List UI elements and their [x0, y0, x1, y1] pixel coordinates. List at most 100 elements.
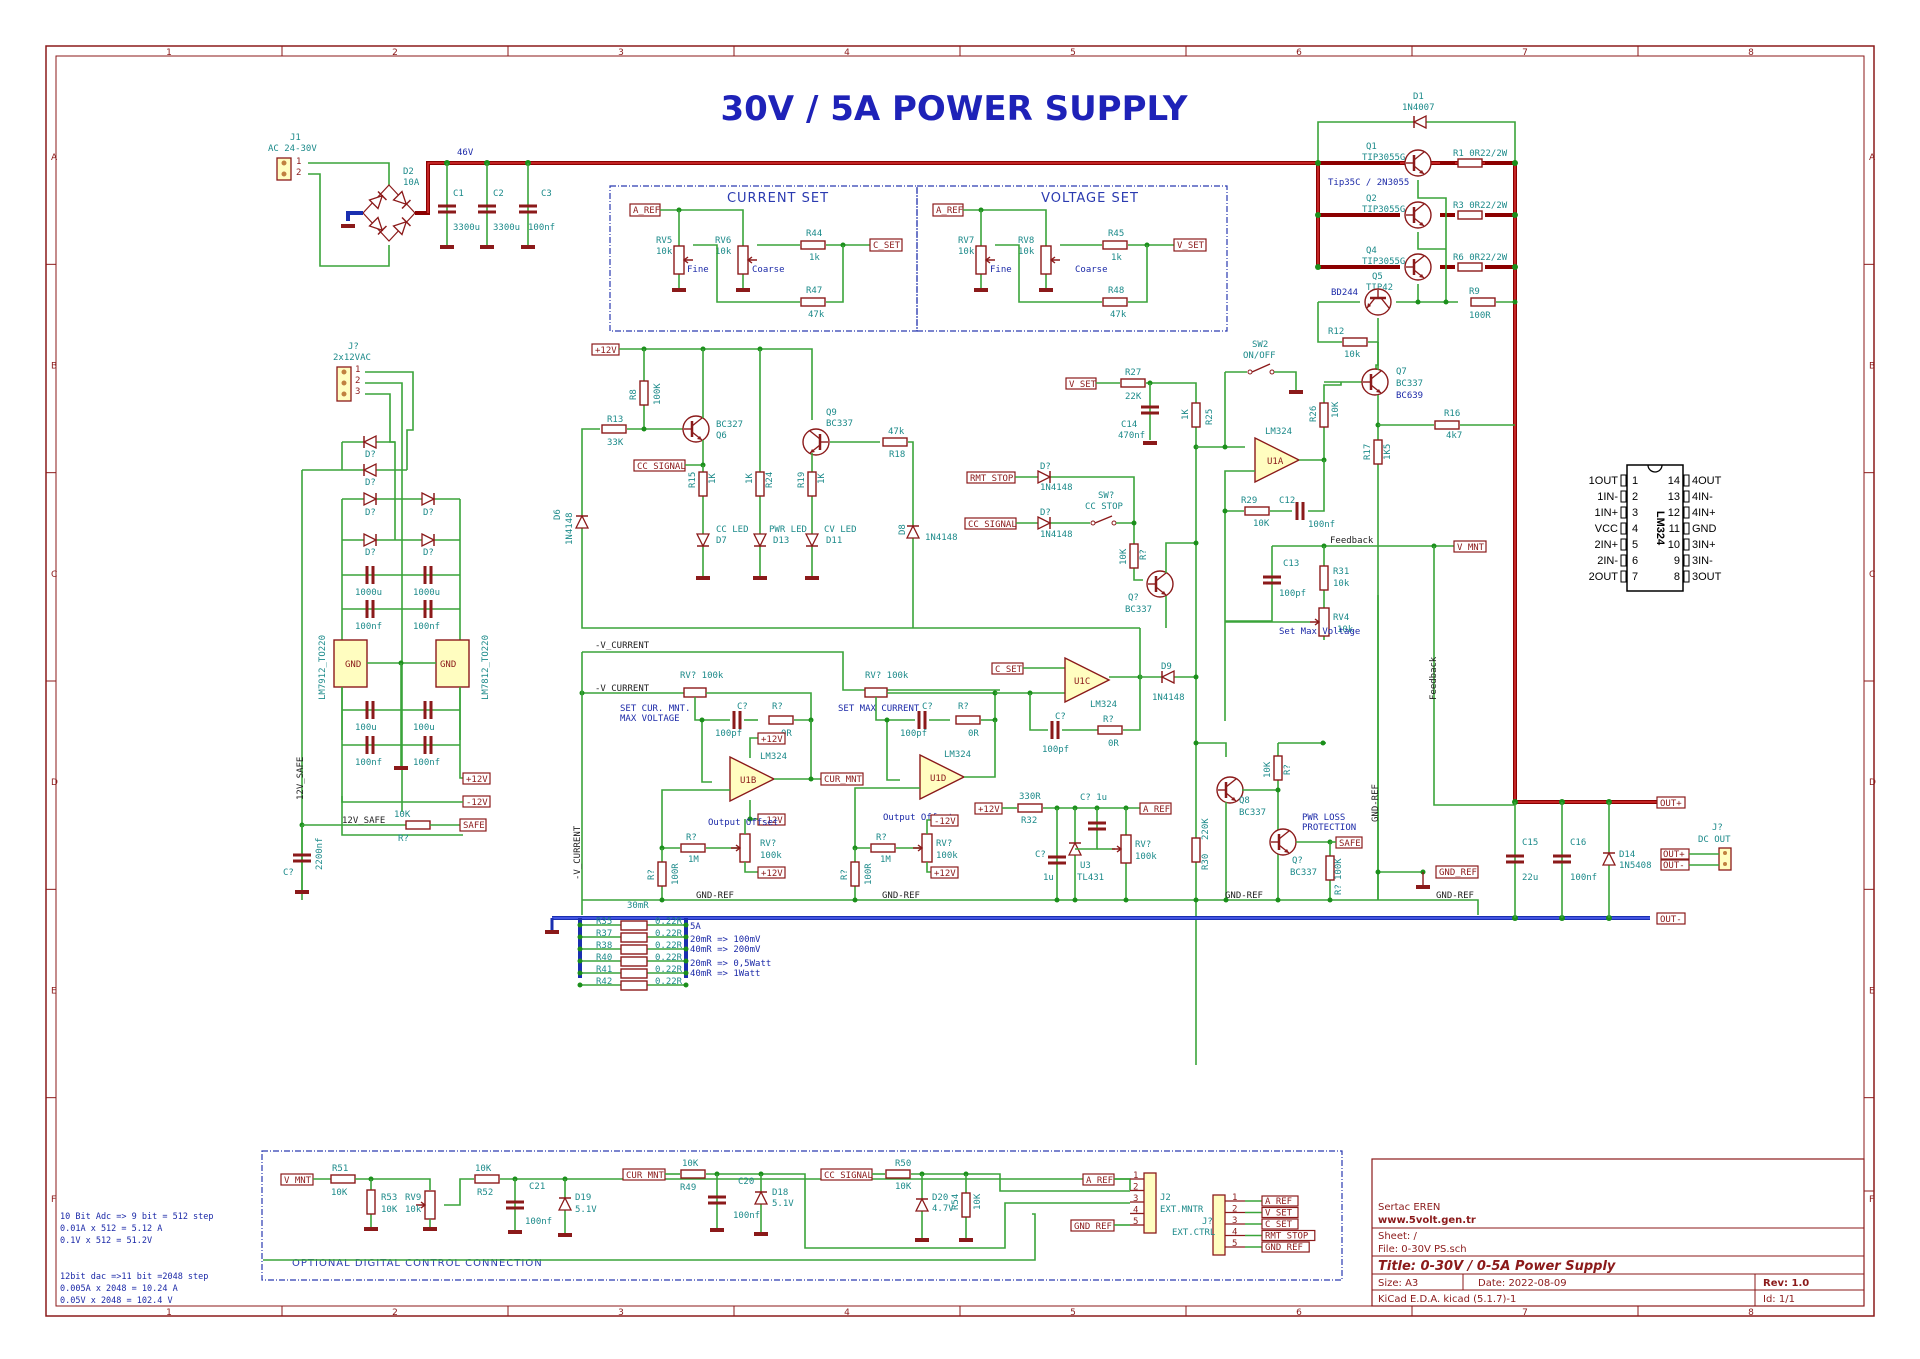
- rv6-ref: RV6: [715, 236, 731, 246]
- svg-text:R8: R8: [629, 389, 639, 400]
- rv5-value: 10k: [656, 247, 673, 257]
- svg-text:D?: D?: [365, 548, 376, 558]
- svg-text:+12V: +12V: [761, 735, 783, 745]
- svg-text:R51: R51: [332, 1164, 348, 1174]
- svg-text:100pf: 100pf: [900, 729, 927, 739]
- svg-text:1K: 1K: [817, 473, 827, 484]
- digital-title: OPTIONAL DIGITAL CONTROL CONNECTION: [292, 1258, 543, 1269]
- svg-text:100K: 100K: [1334, 858, 1344, 880]
- svg-text:C13: C13: [1283, 559, 1299, 569]
- v-set-label: V_SET: [1065, 377, 1097, 390]
- svg-text:100nf: 100nf: [525, 1217, 552, 1227]
- a-ref-label: A_REF: [932, 203, 964, 217]
- shunt-ref: R40: [596, 953, 612, 963]
- svg-text:-12V: -12V: [761, 816, 783, 826]
- pinout-pin-name: 2OUT: [1589, 571, 1619, 583]
- svg-text:Q6: Q6: [716, 431, 727, 441]
- svg-text:4k7: 4k7: [1446, 431, 1462, 441]
- j1-ref: J1: [290, 133, 301, 143]
- svg-text:+12V: +12V: [761, 869, 783, 879]
- pinout-pin-name: 2IN+: [1594, 539, 1618, 551]
- svg-text:470nf: 470nf: [1118, 431, 1145, 441]
- sheet-id: Id: 1/1: [1763, 1294, 1795, 1305]
- sheet-size: Size: A3: [1378, 1278, 1418, 1289]
- row-letter: F: [51, 1195, 56, 1205]
- svg-text:100nf: 100nf: [355, 622, 382, 632]
- svg-text:1: 1: [296, 157, 301, 167]
- svg-text:1u: 1u: [1043, 873, 1054, 883]
- svg-text:0R: 0R: [781, 729, 792, 739]
- pos12-label: +12V: [930, 866, 959, 879]
- svg-text:LM324: LM324: [1265, 427, 1292, 437]
- svg-text:D11: D11: [826, 536, 842, 546]
- svg-text:100pf: 100pf: [715, 729, 742, 739]
- neg12-label: -12V: [930, 814, 959, 827]
- svg-text:10K: 10K: [1331, 401, 1341, 418]
- svg-text:EXT.CTRL: EXT.CTRL: [1172, 1228, 1215, 1238]
- net-label: RMT_STOP: [1261, 1229, 1316, 1242]
- svg-text:U1C: U1C: [1074, 677, 1090, 687]
- main-title: 30V / 5A POWER SUPPLY: [720, 89, 1187, 129]
- neg12-label: -12V: [462, 795, 491, 808]
- svg-text:100k: 100k: [760, 851, 782, 861]
- row-letter: C: [1869, 570, 1875, 580]
- row-letter: D: [1869, 778, 1876, 788]
- svg-text:5.1V: 5.1V: [772, 1199, 794, 1209]
- pass-transistor-stage: D1 1N4007 Q1 TIP3055G Tip35C / 2N3055 Q2…: [1315, 92, 1518, 800]
- svg-text:ON/OFF: ON/OFF: [1243, 351, 1276, 361]
- svg-text:100nf: 100nf: [355, 758, 382, 768]
- svg-text:GND-REF: GND-REF: [696, 891, 734, 901]
- shunt-resistor: [620, 968, 648, 979]
- out-minus-label: OUT-: [1660, 859, 1690, 871]
- svg-text:Output Offset: Output Offset: [883, 813, 953, 823]
- shunt-ref: R37: [596, 929, 612, 939]
- column-number: 8: [1748, 48, 1754, 58]
- pinout-pin-name: 3IN+: [1692, 539, 1716, 551]
- svg-text:R16: R16: [1444, 409, 1460, 419]
- row-letter: E: [1869, 987, 1875, 997]
- output-stage: OUT+ OUT- C15 22u C16 100nf D14 1N5408 J…: [1504, 796, 1732, 925]
- svg-text:0.01A x 512 = 5.12 A: 0.01A x 512 = 5.12 A: [60, 1224, 162, 1234]
- svg-text:SW?: SW?: [1098, 491, 1114, 501]
- r12-value: 10k: [1344, 350, 1361, 360]
- svg-text:0R: 0R: [1108, 739, 1119, 749]
- r47-ref: R47: [806, 286, 822, 296]
- svg-text:10K: 10K: [973, 1193, 983, 1210]
- svg-text:1000u: 1000u: [413, 588, 440, 598]
- svg-text:2: 2: [296, 168, 301, 178]
- svg-text:U3: U3: [1080, 861, 1091, 871]
- svg-text:1N4148: 1N4148: [925, 533, 958, 543]
- svg-text:33K: 33K: [607, 438, 624, 448]
- svg-text:Output Offset: Output Offset: [708, 818, 778, 828]
- coarse-label: Coarse: [1075, 265, 1108, 275]
- svg-text:R?: R?: [1283, 764, 1293, 775]
- svg-text:R?: R?: [398, 834, 409, 844]
- svg-text:Feedback: Feedback: [1429, 656, 1439, 700]
- svg-text:V_MNT: V_MNT: [1457, 543, 1485, 553]
- svg-text:10K: 10K: [1253, 519, 1270, 529]
- fine-label: Fine: [687, 265, 709, 275]
- cc-signal-label: CC_SIGNAL: [964, 517, 1017, 530]
- column-number: 4: [844, 1308, 850, 1318]
- svg-text:C16: C16: [1570, 838, 1586, 848]
- rv8-ref: RV8: [1018, 236, 1034, 246]
- net-46v: 46V: [457, 148, 474, 158]
- pinout-pin-number: 8: [1674, 571, 1680, 583]
- column-number: 2: [392, 48, 398, 58]
- svg-text:SET CUR. MNT.: SET CUR. MNT.: [620, 704, 690, 714]
- svg-text:10K: 10K: [682, 1159, 699, 1169]
- svg-text:10K: 10K: [381, 1205, 398, 1215]
- lm324-pinout: LM324 11OUT21IN-31IN+4VCC52IN+62IN-72OUT…: [1589, 464, 1722, 592]
- svg-text:R49: R49: [680, 1183, 696, 1193]
- svg-text:A_REF: A_REF: [1086, 1176, 1113, 1186]
- r9-value: 100R: [1469, 311, 1491, 321]
- row-letter: A: [1869, 153, 1876, 163]
- r45-value: 1k: [1111, 253, 1122, 263]
- pinout-pin-name: 2IN-: [1597, 555, 1618, 567]
- u-pos-value: LM7812_TO220: [481, 635, 491, 700]
- svg-text:RV?: RV?: [936, 839, 952, 849]
- svg-text:CV LED: CV LED: [824, 525, 857, 535]
- svg-text:-V_CURRENT: -V_CURRENT: [595, 641, 650, 651]
- d2-value: 10A: [403, 178, 420, 188]
